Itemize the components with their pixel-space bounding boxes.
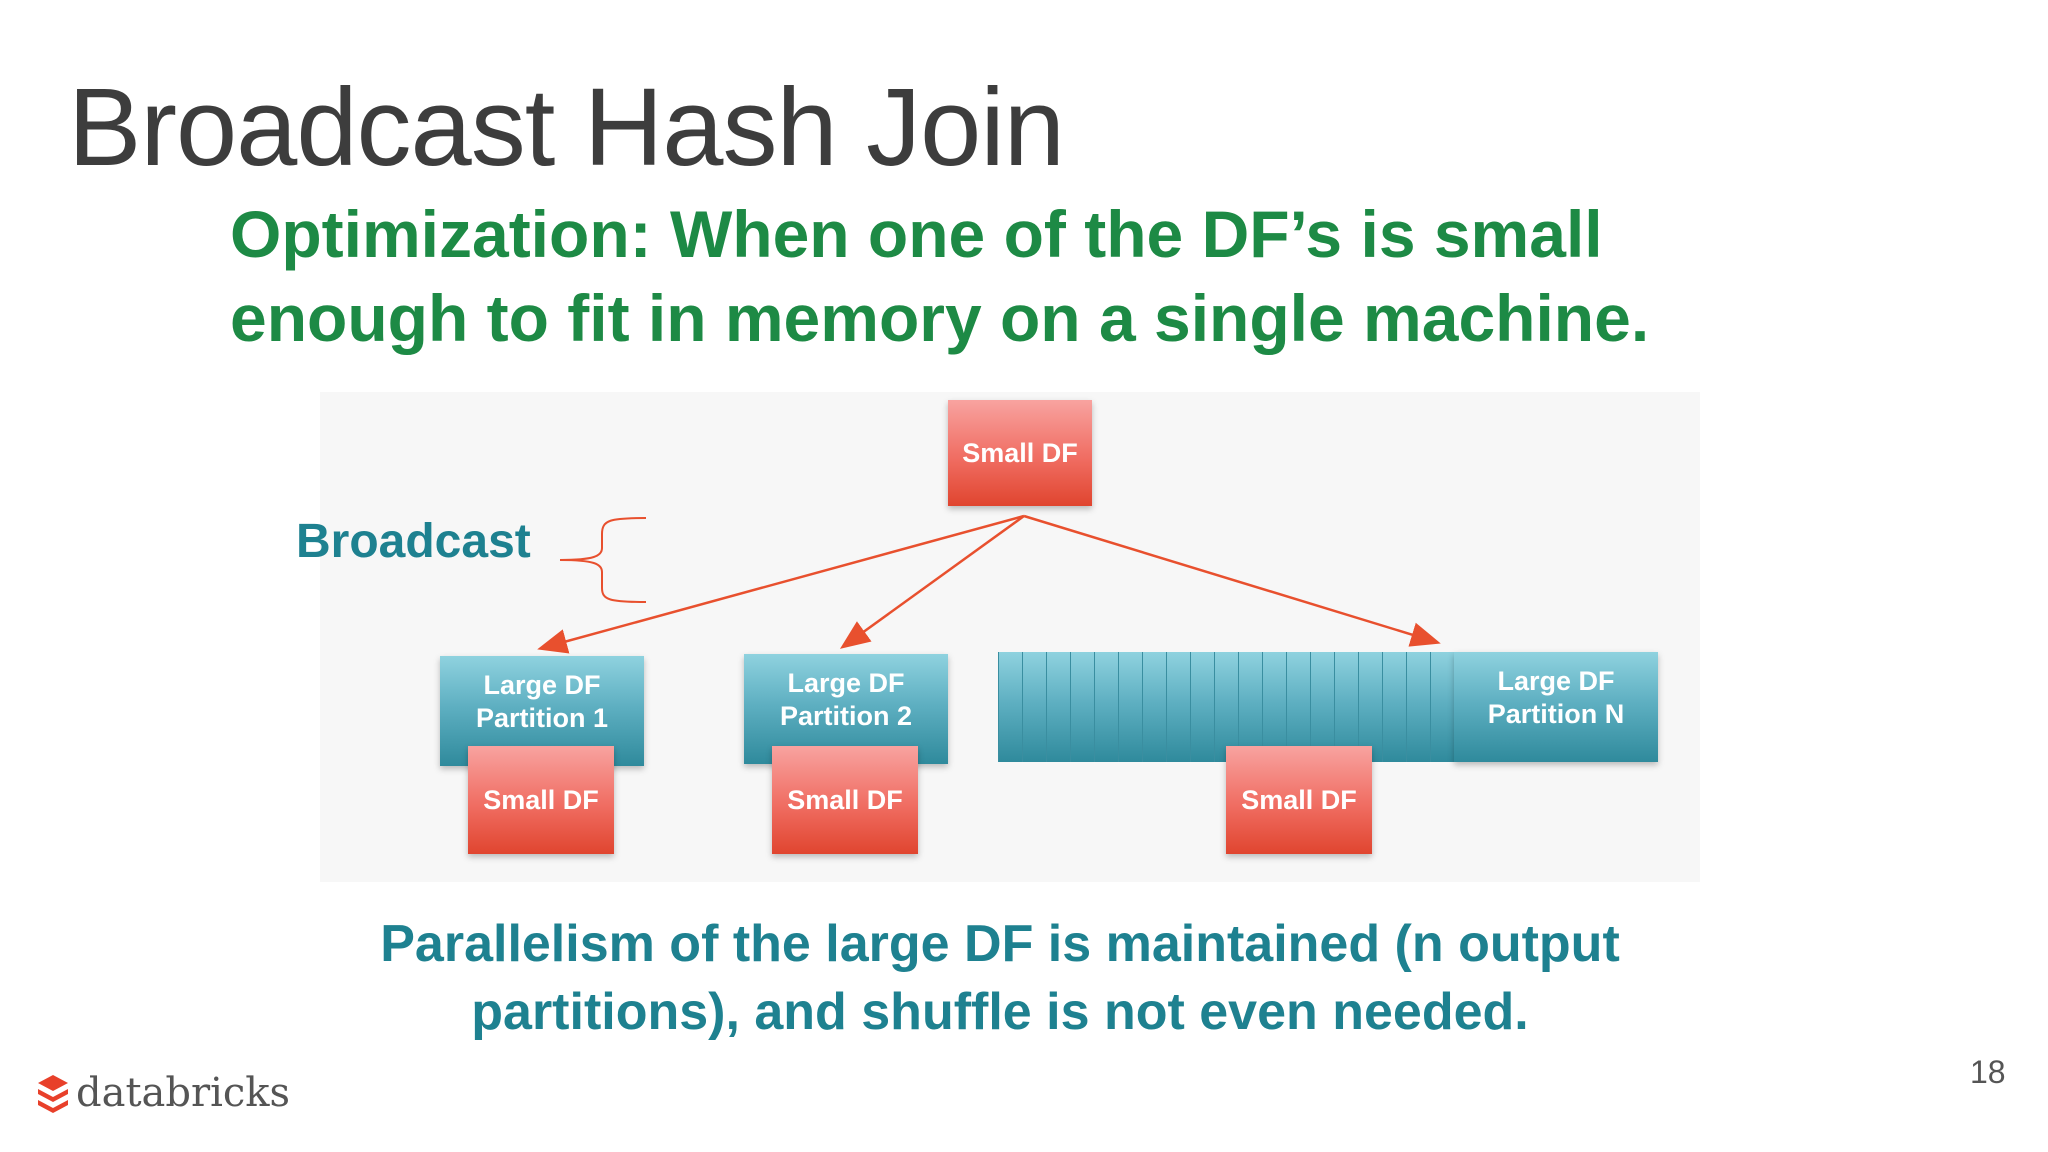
arrow-to-partition-1: [537, 514, 1025, 654]
large-df-partition-2: Large DF Partition 2: [744, 654, 948, 764]
partition-stack-strip: [1070, 652, 1097, 762]
partition-n-small-df-label: Small DF: [1241, 784, 1357, 815]
bottom-caption: Parallelism of the large DF is maintaine…: [380, 915, 1620, 1041]
partition-stack-strip: [1358, 652, 1385, 762]
partition-stack-strip: [1406, 652, 1433, 762]
partition-n-label: Large DF Partition N: [1487, 666, 1625, 729]
partition-stack-strip: [1382, 652, 1409, 762]
partition-stack-strip: [1022, 652, 1049, 762]
databricks-logo: databricks: [36, 1070, 290, 1116]
partition-stack-strip: [1310, 652, 1337, 762]
broadcast-label: Broadcast: [296, 515, 531, 568]
partition-stack-strip: [1046, 652, 1073, 762]
databricks-logo-icon: [38, 1075, 68, 1113]
partition-stack-strip: [1334, 652, 1361, 762]
partition-1-small-df: Small DF: [468, 746, 614, 854]
partition-stack-strip: [1214, 652, 1241, 762]
databricks-logo-text: databricks: [76, 1070, 291, 1116]
slide-subtitle: Optimization: When one of the DF’s is sm…: [230, 197, 1650, 355]
slide-title: Broadcast Hash Join: [68, 66, 1065, 189]
partition-2-small-df: Small DF: [772, 746, 918, 854]
partition-stack-strip: [1262, 652, 1289, 762]
partition-2-small-df-label: Small DF: [787, 784, 903, 815]
partition-2-label: Large DF Partition 2: [779, 668, 913, 731]
partition-stack-strip: [1142, 652, 1169, 762]
broadcast-brace: [559, 517, 647, 603]
source-small-df-label: Small DF: [962, 437, 1078, 468]
source-small-df-box: Small DF: [948, 400, 1092, 506]
arrow-to-partition-n: [1023, 514, 1441, 647]
arrow-to-partition-2: [839, 514, 1025, 649]
page-number: 18: [1970, 1054, 2006, 1090]
partition-stack-strip: [1118, 652, 1145, 762]
partition-stack-strip: [1094, 652, 1121, 762]
partition-n-small-df: Small DF: [1226, 746, 1372, 854]
partition-stack-strip: [1430, 652, 1457, 762]
partition-stack-strip: [1286, 652, 1313, 762]
large-df-partition-n: Large DF Partition N: [1454, 652, 1658, 762]
partition-stack-strip: [998, 652, 1025, 762]
partition-stack-strip: [1190, 652, 1217, 762]
partition-stack-strip: [1166, 652, 1193, 762]
partition-1-small-df-label: Small DF: [483, 784, 599, 815]
partition-stack-strip: [1238, 652, 1265, 762]
partition-1-label: Large DF Partition 1: [475, 670, 609, 733]
